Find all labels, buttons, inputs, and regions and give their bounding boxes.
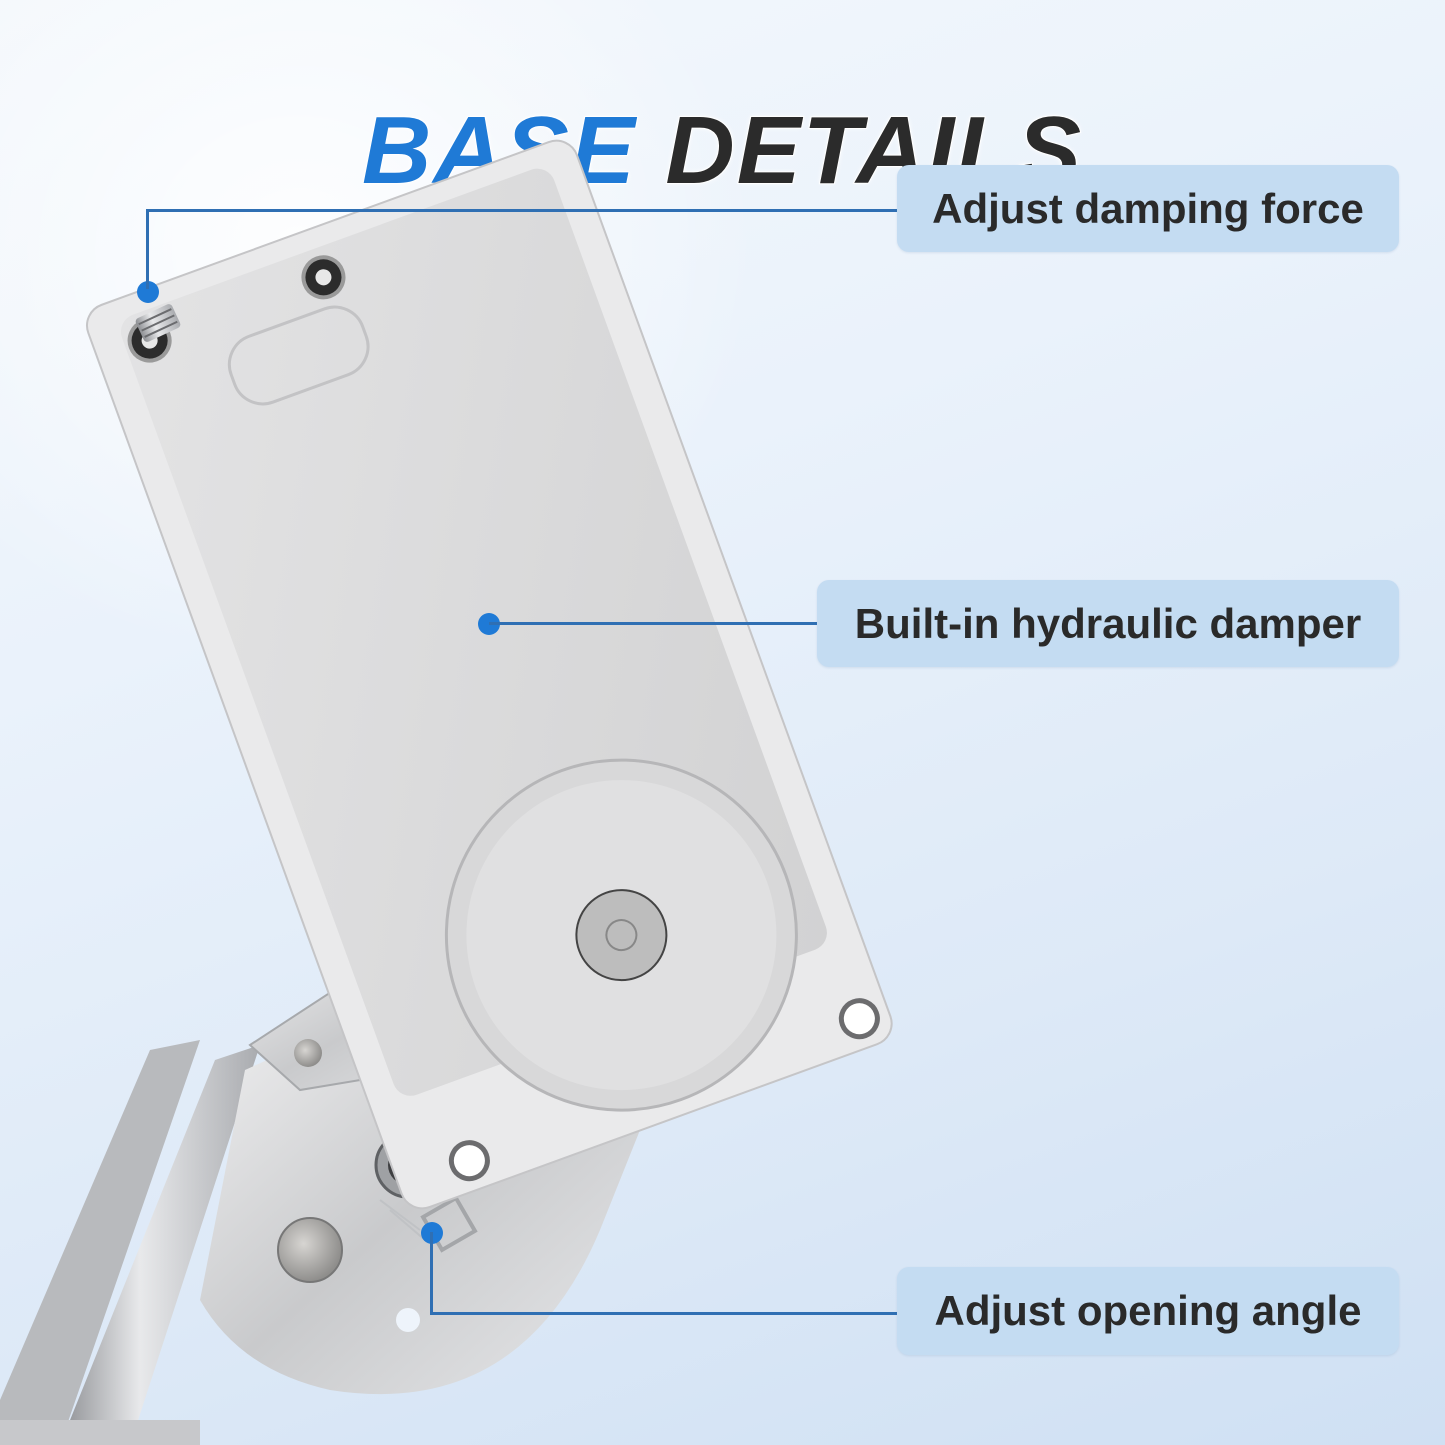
opening-angle-leader-horizontal bbox=[430, 1312, 900, 1315]
callout-label: Adjust damping force bbox=[932, 184, 1364, 232]
callout-label: Adjust opening angle bbox=[934, 1287, 1362, 1334]
callout-adjust-opening-angle: Adjust opening angle bbox=[897, 1267, 1399, 1355]
callout-built-in-hydraulic-damper: Built-in hydraulic damper bbox=[817, 580, 1399, 667]
callout-label: Built-in hydraulic damper bbox=[854, 599, 1362, 647]
damping-force-marker bbox=[137, 281, 159, 303]
callout-adjust-damping-force: Adjust damping force bbox=[897, 165, 1399, 252]
opening-angle-leader-vertical bbox=[430, 1232, 433, 1314]
damper-housing bbox=[86, 139, 893, 1210]
damping-knob bbox=[135, 304, 181, 342]
damping-force-leader-vertical bbox=[146, 209, 149, 289]
hydraulic-damper-leader bbox=[489, 622, 819, 625]
damping-force-leader-horizontal bbox=[146, 209, 898, 212]
